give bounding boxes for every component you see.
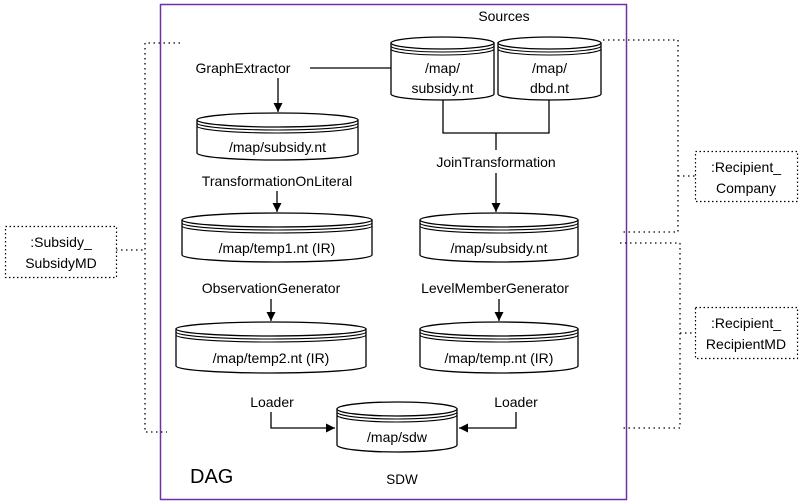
operation-transformation-on-literal: TransformationOnLiteral: [202, 173, 352, 189]
cylinder-body: [497, 42, 602, 101]
recipient-md-bracket: [620, 242, 681, 429]
recipient-company-bracket: [603, 39, 679, 233]
cylinder-body: [336, 408, 458, 453]
cylinder-top: [181, 212, 373, 228]
cylinder-body: [175, 328, 367, 374]
annotation-box: [4, 225, 118, 279]
operation-loader-right: Loader: [494, 394, 538, 410]
annotation-line-2: SubsidyMD: [25, 255, 97, 271]
cylinder-band: [181, 225, 373, 234]
cylinder-top: [390, 36, 495, 50]
cylinder-band: [419, 225, 579, 234]
cylinder-band: [497, 45, 602, 53]
dataset-temp2: /map/temp2.nt (IR): [175, 321, 367, 374]
dataset-extracted-subsidy: /map/subsidy.nt: [196, 112, 359, 161]
cylinder-band: [175, 334, 367, 343]
cylinder-top: [336, 401, 458, 417]
cylinder-band: [419, 331, 579, 340]
cylinder-band: [196, 125, 359, 134]
cylinder-band: [390, 48, 495, 56]
sources-label: Sources: [478, 8, 529, 24]
dataset-source-subsidy: /map/ subsidy.nt: [390, 36, 495, 101]
loader-left-arrow: [270, 412, 335, 433]
cylinder-band: [497, 48, 602, 56]
dataset-label: /map/subsidy.nt: [229, 139, 326, 155]
annotation-line-2: RecipientMD: [706, 336, 786, 352]
dataset-label: /map/temp2.nt (IR): [213, 350, 330, 366]
cylinder-top: [419, 321, 579, 337]
operation-join-transformation: JoinTransformation: [436, 154, 555, 170]
cylinder-band: [419, 334, 579, 343]
operation-observation-generator: ObservationGenerator: [202, 280, 341, 296]
join-sources-link: [442, 100, 550, 134]
cylinder-band: [419, 222, 579, 231]
cylinder-band: [181, 222, 373, 231]
dag-label: DAG: [190, 466, 233, 488]
cylinder-band: [336, 411, 458, 420]
annotation-line-1: :Subsidy_: [30, 234, 92, 250]
cylinder-band: [175, 331, 367, 340]
operation-graph-extractor: GraphExtractor: [196, 60, 291, 76]
loader-right-arrow: [459, 412, 517, 433]
annotation-recipient-md: :Recipient_ RecipientMD: [694, 306, 799, 360]
annotation-box: [694, 150, 799, 203]
cylinder-band: [336, 414, 458, 423]
cylinder-band: [390, 45, 495, 53]
dataset-label: /map/temp1.nt (IR): [219, 240, 336, 256]
dataset-sdw: /map/sdw: [336, 401, 458, 453]
dataset-source-dbd: /map/ dbd.nt: [497, 36, 602, 101]
cylinder-body: [196, 119, 359, 161]
dataset-joined-subsidy: /map/subsidy.nt: [419, 212, 579, 263]
operation-level-member-generator: LevelMemberGenerator: [421, 280, 569, 296]
cylinder-top: [497, 36, 602, 50]
cylinder-body: [419, 328, 579, 374]
cylinder-body: [181, 219, 373, 263]
dag-container-border: [159, 3, 628, 501]
annotation-subsidy-md: :Subsidy_ SubsidyMD: [4, 225, 118, 279]
operation-loader-left: Loader: [250, 394, 294, 410]
annotation-box: [694, 306, 799, 360]
dataset-label-line-1: /map/: [425, 60, 460, 76]
subsidy-md-bracket: [144, 42, 180, 433]
cylinder-top: [419, 212, 579, 228]
dataset-temp1: /map/temp1.nt (IR): [181, 212, 373, 263]
annotation-line-1: :Recipient_: [711, 159, 781, 175]
annotation-line-1: :Recipient_: [711, 315, 781, 331]
cylinder-body: [390, 42, 495, 101]
dataset-label-line-1: /map/: [532, 60, 567, 76]
cylinder-band: [196, 122, 359, 131]
dataset-label: /map/sdw: [367, 429, 428, 445]
annotation-line-2: Company: [716, 180, 776, 196]
dataset-label: /map/temp.nt (IR): [445, 350, 554, 366]
dataset-temp: /map/temp.nt (IR): [419, 321, 579, 374]
cylinder-top: [196, 112, 359, 128]
dataset-label: /map/subsidy.nt: [450, 240, 547, 256]
annotation-recipient-company: :Recipient_ Company: [694, 150, 799, 203]
dataset-label-line-2: dbd.nt: [530, 80, 569, 96]
sdw-label: SDW: [386, 472, 418, 487]
cylinder-top: [175, 321, 367, 337]
dataset-label-line-2: subsidy.nt: [412, 80, 474, 96]
cylinder-body: [419, 219, 579, 263]
